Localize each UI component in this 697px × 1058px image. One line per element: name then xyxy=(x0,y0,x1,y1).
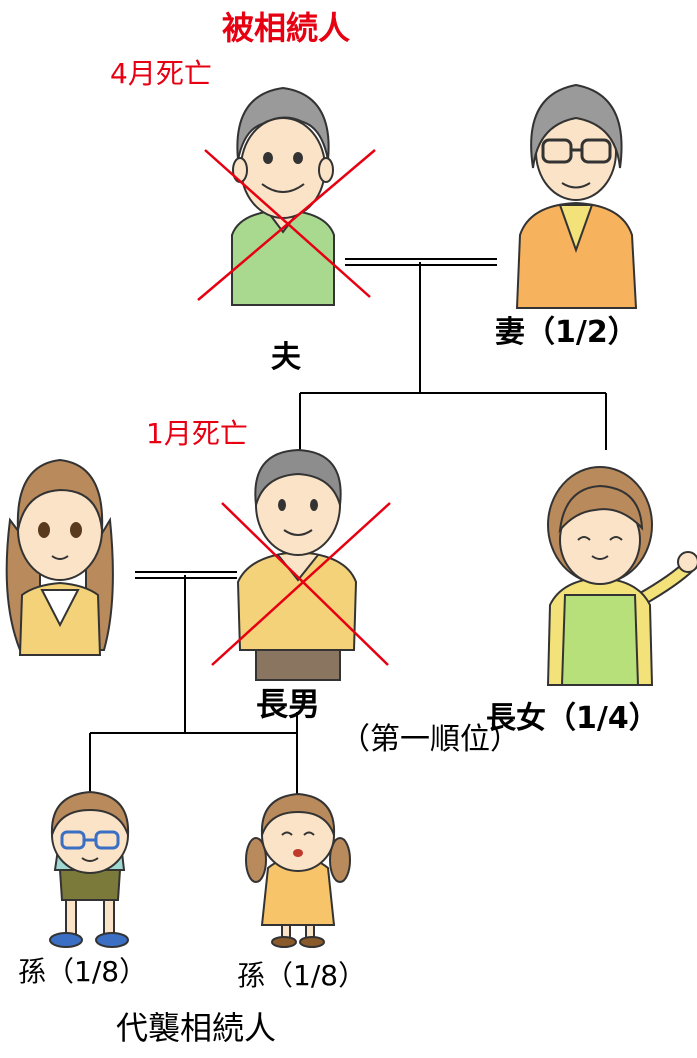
husband-label: 夫 xyxy=(271,340,301,375)
son-death-label: 1月死亡 xyxy=(146,417,248,450)
woman-apron-icon xyxy=(546,466,697,686)
wife-label: 妻（1/2） xyxy=(495,315,638,350)
red-cross-icon xyxy=(211,502,391,666)
representative-heirs-label: 代襲相続人 xyxy=(116,1009,277,1047)
red-cross-icon xyxy=(197,149,376,301)
middle-aged-man-icon xyxy=(236,448,358,681)
grandchild-1-label: 孫（1/8） xyxy=(18,955,148,988)
boy-icon xyxy=(49,790,130,948)
grandchild-2-label: 孫（1/8） xyxy=(237,959,367,992)
elderly-man-icon xyxy=(231,86,335,306)
eldest-daughter-label: 長女（1/4） xyxy=(486,701,659,736)
eldest-son-label: 長男 xyxy=(256,685,321,723)
young-woman-icon xyxy=(5,458,114,656)
husband-death-label: 4月死亡 xyxy=(110,57,212,90)
connector-lines xyxy=(89,258,607,795)
first-rank-label: （第一順位） xyxy=(340,722,520,757)
girl-icon xyxy=(245,792,351,948)
deceased-title: 被相続人 xyxy=(222,9,351,47)
elderly-woman-icon xyxy=(515,83,638,309)
